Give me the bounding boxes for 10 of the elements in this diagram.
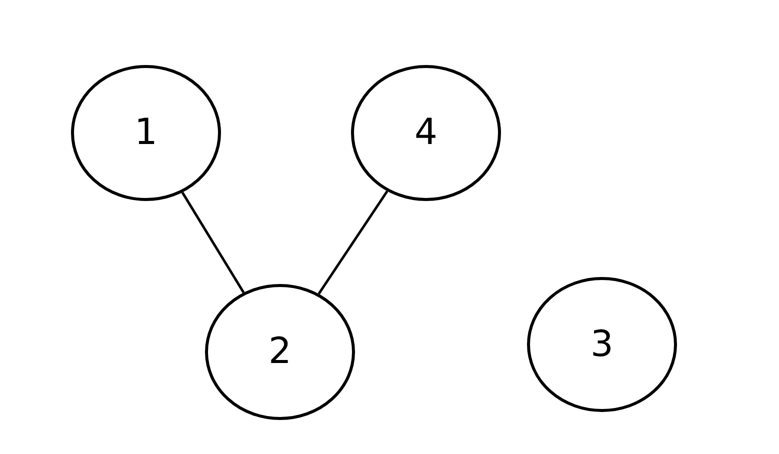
node-label: 2 xyxy=(268,334,292,370)
connector-line xyxy=(318,190,388,294)
node-circle xyxy=(527,277,677,412)
connector-line xyxy=(181,192,245,294)
node-label: 4 xyxy=(414,115,438,151)
node-circle xyxy=(71,65,221,201)
node-circle xyxy=(351,65,501,201)
node-label: 1 xyxy=(134,115,158,151)
node-label: 3 xyxy=(590,326,614,362)
node-circle xyxy=(205,284,355,420)
